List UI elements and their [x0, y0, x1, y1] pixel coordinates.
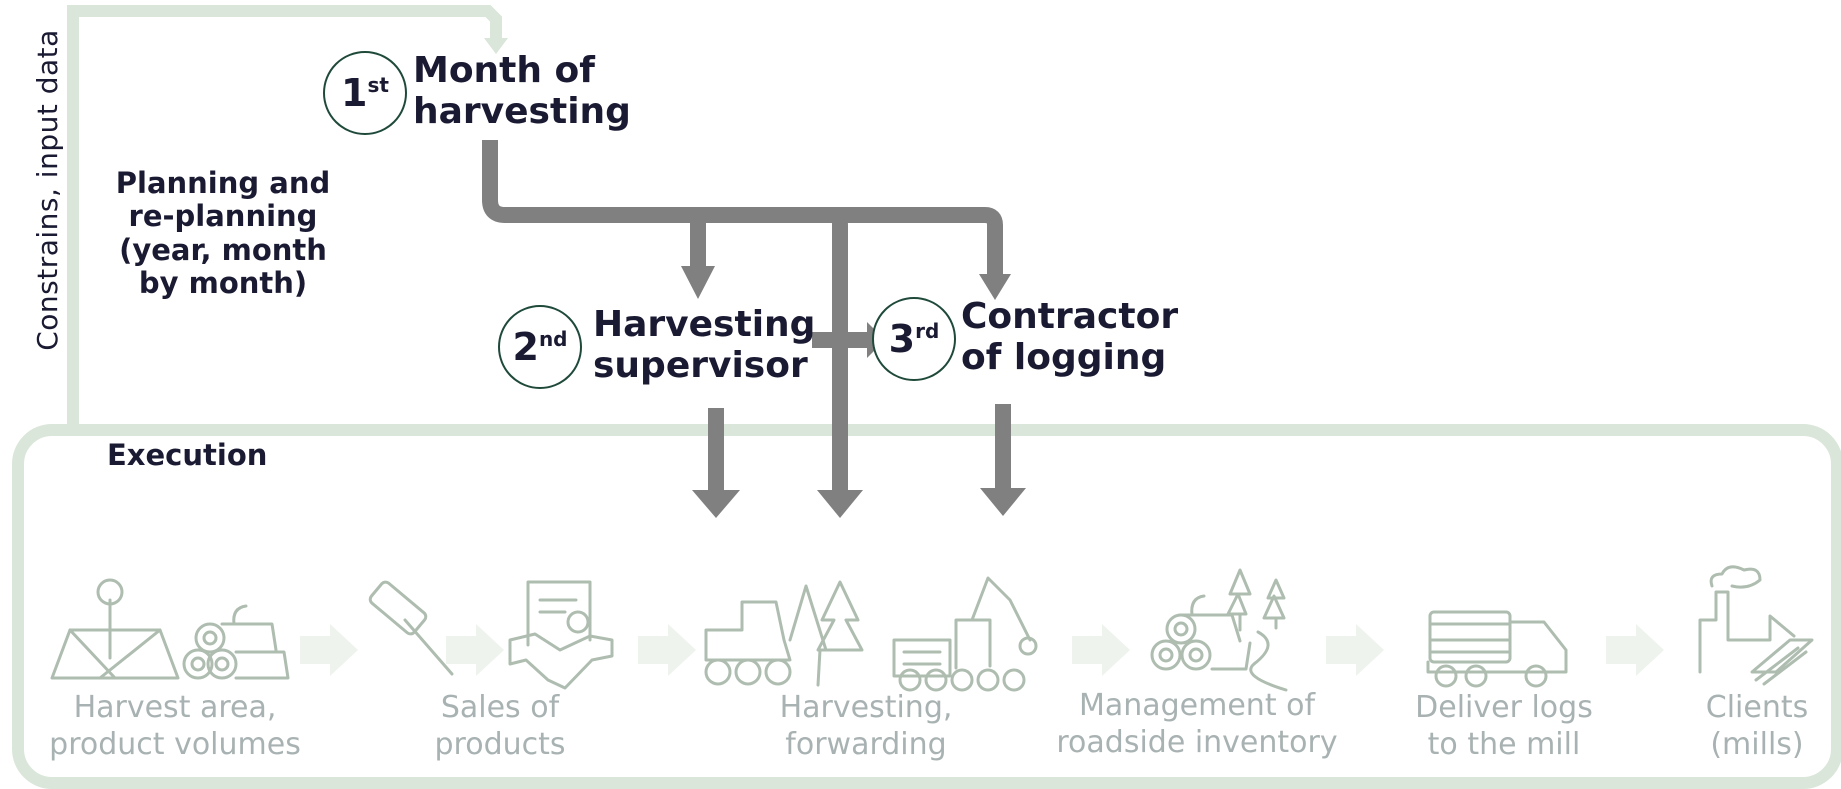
role-month-of-harvesting: Month of harvesting — [413, 50, 631, 133]
constraints-label: Constrains, input data — [30, 29, 64, 351]
map-pin-and-logs-icon — [50, 578, 290, 680]
step-line: (mills) — [1710, 726, 1804, 762]
step-roadside-inventory: Management of roadside inventory — [1056, 688, 1337, 762]
factory-and-paper-icon — [1698, 565, 1814, 686]
execution-label: Execution — [107, 438, 268, 472]
step-line: Harvest area, — [73, 690, 277, 725]
step-line: forwarding — [785, 726, 947, 762]
step-line: to the mill — [1427, 726, 1581, 762]
role-contractor-of-logging: Contractor of logging — [961, 296, 1178, 379]
step-line: Clients — [1705, 690, 1809, 725]
step-line: Sales of — [440, 690, 560, 725]
second-badge-number: 2 — [512, 325, 539, 369]
log-pile-and-trees-icon — [1150, 568, 1288, 692]
step-chevrons — [300, 624, 1664, 676]
log-truck-icon — [1426, 610, 1568, 688]
step-line: Management of — [1078, 688, 1316, 723]
second-badge-suffix: nd — [538, 327, 568, 351]
step-line: roadside inventory — [1056, 724, 1338, 760]
constraints-arrow-head — [484, 38, 508, 54]
role-line: supervisor — [593, 345, 808, 387]
execution-frame — [12, 424, 1841, 789]
step-line: products — [434, 726, 566, 762]
role-flow-arrows — [482, 140, 1011, 492]
third-badge-suffix: rd — [915, 319, 940, 343]
role-line: of logging — [961, 337, 1167, 379]
arrow-to-execution — [825, 207, 848, 490]
step-line: product volumes — [49, 726, 301, 762]
gavel-and-handshake-icon — [368, 580, 614, 690]
arrow-to-contractor — [482, 140, 1003, 275]
planning-label: Planning and re-planning (year, month by… — [115, 166, 331, 301]
role-line: Harvesting — [593, 304, 816, 345]
harvester-and-forwarder-icon — [704, 576, 1038, 692]
step-sales-of-products: Sales of products — [434, 690, 565, 764]
step-clients-mills: Clients (mills) — [1706, 690, 1808, 764]
step-harvest-area: Harvest area, product volumes — [49, 690, 301, 764]
role-harvesting-supervisor: Harvesting supervisor — [593, 304, 815, 387]
third-badge-number: 3 — [888, 317, 916, 361]
first-badge-number: 1 — [341, 71, 368, 115]
first-badge-suffix: st — [367, 73, 389, 97]
step-harvesting-forwarding: Harvesting, forwarding — [780, 690, 953, 764]
step-line: Harvesting, — [779, 690, 953, 725]
role-line: harvesting — [413, 91, 631, 133]
step-deliver-logs: Deliver logs to the mill — [1415, 690, 1593, 764]
role-line: Month of — [413, 50, 595, 91]
constraints-arrow-line — [67, 5, 502, 425]
step-line: Deliver logs — [1415, 690, 1593, 725]
role-line: Contractor — [961, 296, 1179, 337]
arrow-heads — [681, 266, 1026, 518]
